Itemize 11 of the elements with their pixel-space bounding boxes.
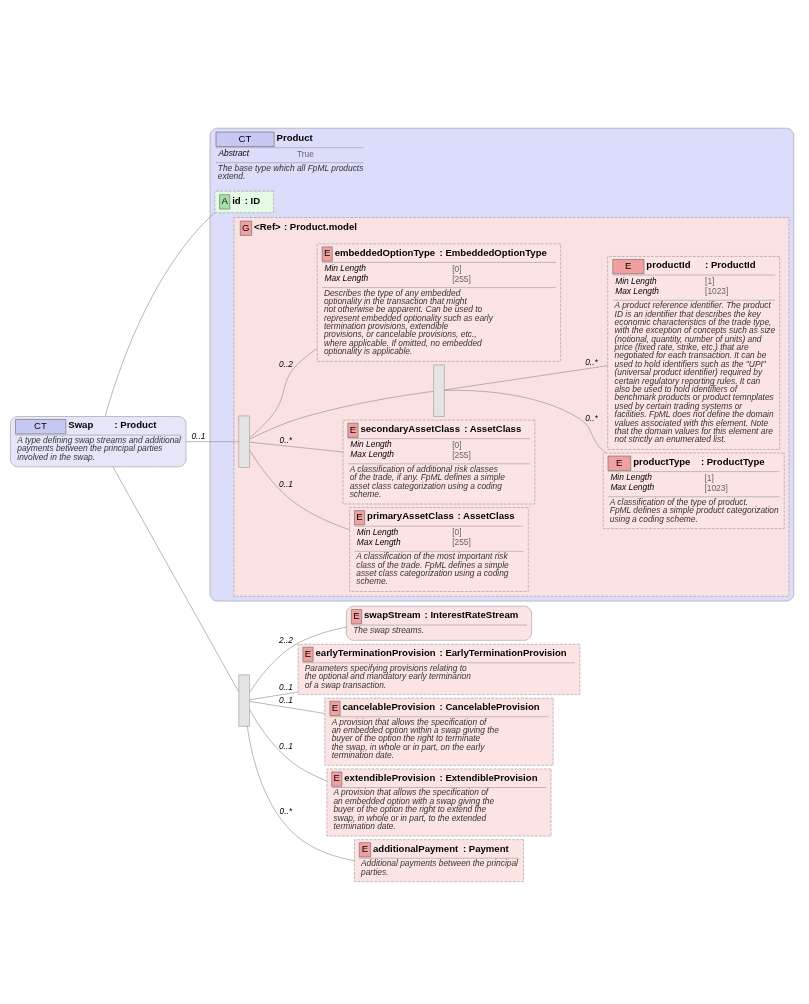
edge-label: 0..1 [278,478,293,489]
edge-label: 0..* [585,356,598,367]
edge-label: 0..1 [278,740,293,751]
edge-label: 0..1 [278,681,293,692]
edge-label: 2..2 [278,634,293,645]
edge-label: 0..1 [278,694,293,705]
edge-label: 0..* [279,805,293,816]
edge-label: 0..2 [278,358,293,369]
edge-label: 0..* [585,412,598,423]
edge-label: 0..1 [191,430,206,441]
edge-label: 0..* [279,434,293,445]
